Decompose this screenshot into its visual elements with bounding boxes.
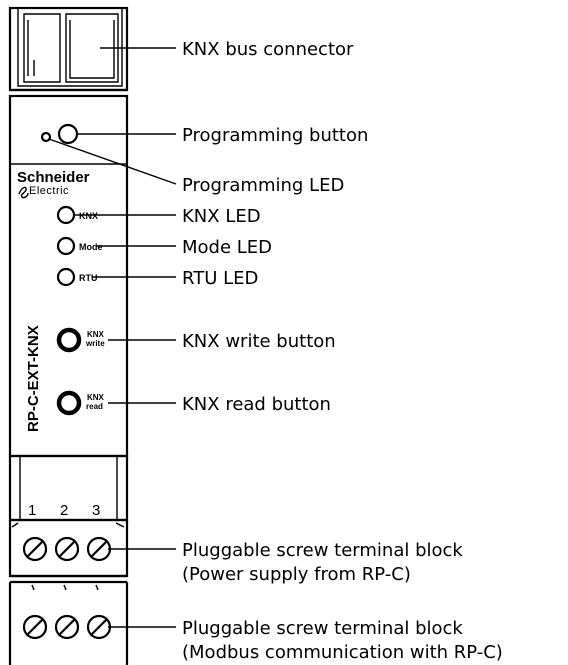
power-terminal-block xyxy=(8,520,129,578)
brand-logo-icon xyxy=(18,186,29,199)
mode-led-icon xyxy=(56,236,76,256)
knx-led-icon xyxy=(56,205,76,225)
device-housing xyxy=(8,6,129,522)
terminal-number-1: 1 xyxy=(28,502,36,519)
screw-icon[interactable] xyxy=(54,614,80,640)
brand-name: Schneider xyxy=(17,169,90,186)
screw-icon[interactable] xyxy=(22,536,48,562)
modbus-terminal-screws[interactable] xyxy=(22,614,112,640)
label-power-terminal-line1: Pluggable screw terminal block xyxy=(182,540,463,561)
rtu-led-label: RTU xyxy=(79,273,98,283)
knx-read-label-1: KNX xyxy=(87,393,105,402)
label-knx-read-button: KNX read button xyxy=(182,394,331,415)
mode-led-label: Mode xyxy=(79,242,103,252)
bus-connector-plug-right xyxy=(65,13,119,83)
label-modbus-terminal-line1: Pluggable screw terminal block xyxy=(182,618,463,639)
label-knx-led: KNX LED xyxy=(182,206,261,227)
knx-write-label-1: KNX xyxy=(87,330,105,339)
knx-led-label: KNX xyxy=(79,211,98,221)
terminal-number-3: 3 xyxy=(92,502,100,519)
screw-icon[interactable] xyxy=(22,614,48,640)
programming-button[interactable] xyxy=(57,123,79,145)
label-knx-write-button: KNX write button xyxy=(182,331,336,352)
label-modbus-terminal-line2: (Modbus communication with RP-C) xyxy=(182,642,503,663)
power-terminal-screws[interactable] xyxy=(22,536,112,562)
model-name: RP-C-EXT-KNX xyxy=(25,325,42,432)
modbus-terminal-block xyxy=(8,580,129,665)
knx-write-label-2: write xyxy=(85,339,105,348)
brand-subname: Electric xyxy=(29,185,69,197)
label-mode-led: Mode LED xyxy=(182,237,272,258)
programming-led-icon xyxy=(40,131,52,143)
knx-read-button[interactable] xyxy=(56,390,82,416)
knx-read-label-2: read xyxy=(86,402,103,411)
leader-lines xyxy=(48,47,177,628)
label-power-terminal-line2: (Power supply from RP-C) xyxy=(182,564,411,585)
bus-connector-plug-left xyxy=(23,13,61,83)
label-programming-led: Programming LED xyxy=(182,175,344,196)
knx-write-button[interactable] xyxy=(56,327,82,353)
terminal-number-2: 2 xyxy=(60,502,68,519)
screw-icon[interactable] xyxy=(54,536,80,562)
rtu-led-icon xyxy=(56,267,76,287)
label-bus-connector: KNX bus connector xyxy=(182,39,354,60)
label-rtu-led: RTU LED xyxy=(182,268,258,289)
label-programming-button: Programming button xyxy=(182,125,368,146)
